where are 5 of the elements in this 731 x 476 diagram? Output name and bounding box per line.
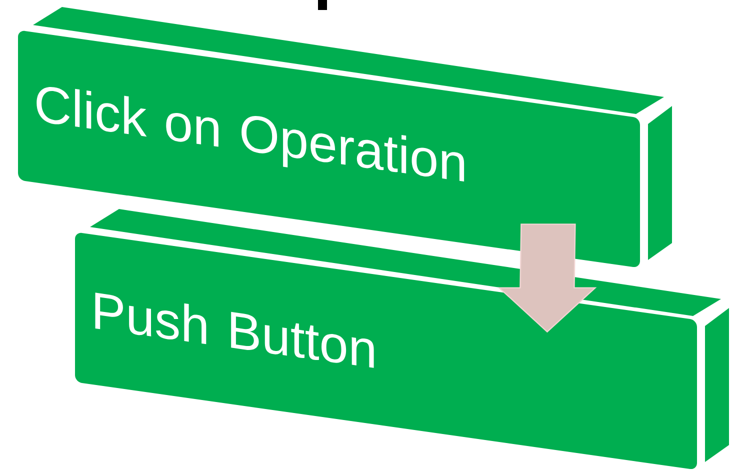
process-box: Click on Operation xyxy=(18,7,672,268)
process-box: Push Button xyxy=(75,209,729,470)
node-label: Click on Operation xyxy=(36,87,464,182)
node-label: Push Button xyxy=(95,292,374,368)
arrow xyxy=(498,224,597,333)
